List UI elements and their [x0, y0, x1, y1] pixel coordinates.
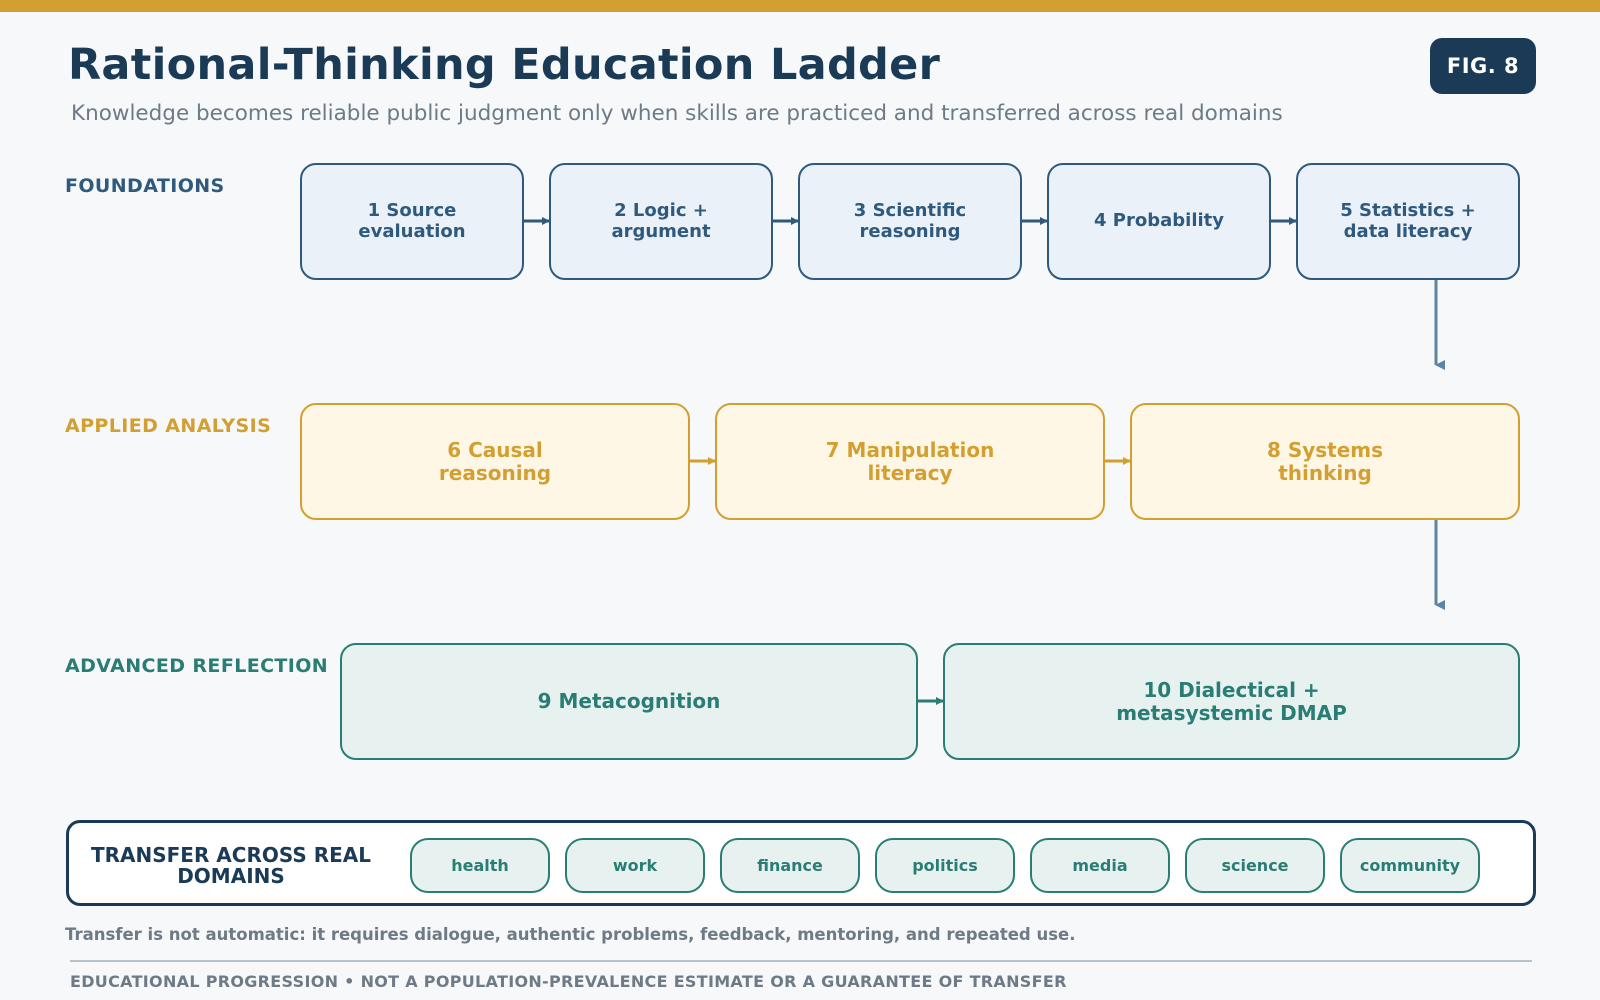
footer-disclaimer: EDUCATIONAL PROGRESSION • NOT A POPULATI…	[70, 972, 1067, 991]
tier-label-foundations: FOUNDATIONS	[65, 175, 225, 197]
domain-chip-work: work	[565, 838, 705, 893]
domain-chip-community: community	[1340, 838, 1480, 893]
page-subtitle: Knowledge becomes reliable public judgme…	[71, 101, 1283, 126]
top-accent-bar	[0, 0, 1600, 12]
step-dialectical-metasystemic-dmap: 10 Dialectical + metasystemic DMAP	[943, 643, 1520, 760]
step-metacognition: 9 Metacognition	[340, 643, 918, 760]
step-scientific-reasoning: 3 Scientific reasoning	[798, 163, 1022, 280]
tier-label-applied-analysis: APPLIED ANALYSIS	[65, 415, 272, 437]
step-manipulation-literacy: 7 Manipulation literacy	[715, 403, 1105, 520]
figure-badge: FIG. 8	[1430, 38, 1536, 94]
tier-label-advanced-reflection: ADVANCED REFLECTION	[65, 655, 329, 677]
domain-chip-health: health	[410, 838, 550, 893]
step-logic-argument: 2 Logic + argument	[549, 163, 773, 280]
step-statistics-data-literacy: 5 Statistics + data literacy	[1296, 163, 1520, 280]
footer-divider	[70, 960, 1532, 962]
domain-chip-politics: politics	[875, 838, 1015, 893]
step-causal-reasoning: 6 Causal reasoning	[300, 403, 690, 520]
page-title: Rational-Thinking Education Ladder	[68, 40, 941, 90]
transfer-note: Transfer is not automatic: it requires d…	[65, 925, 1076, 944]
domain-chip-science: science	[1185, 838, 1325, 893]
step-source-evaluation: 1 Source evaluation	[300, 163, 524, 280]
domain-chip-finance: finance	[720, 838, 860, 893]
step-probability: 4 Probability	[1047, 163, 1271, 280]
step-systems-thinking: 8 Systems thinking	[1130, 403, 1520, 520]
domain-chip-media: media	[1030, 838, 1170, 893]
transfer-label: TRANSFER ACROSS REAL DOMAINS	[90, 843, 372, 888]
